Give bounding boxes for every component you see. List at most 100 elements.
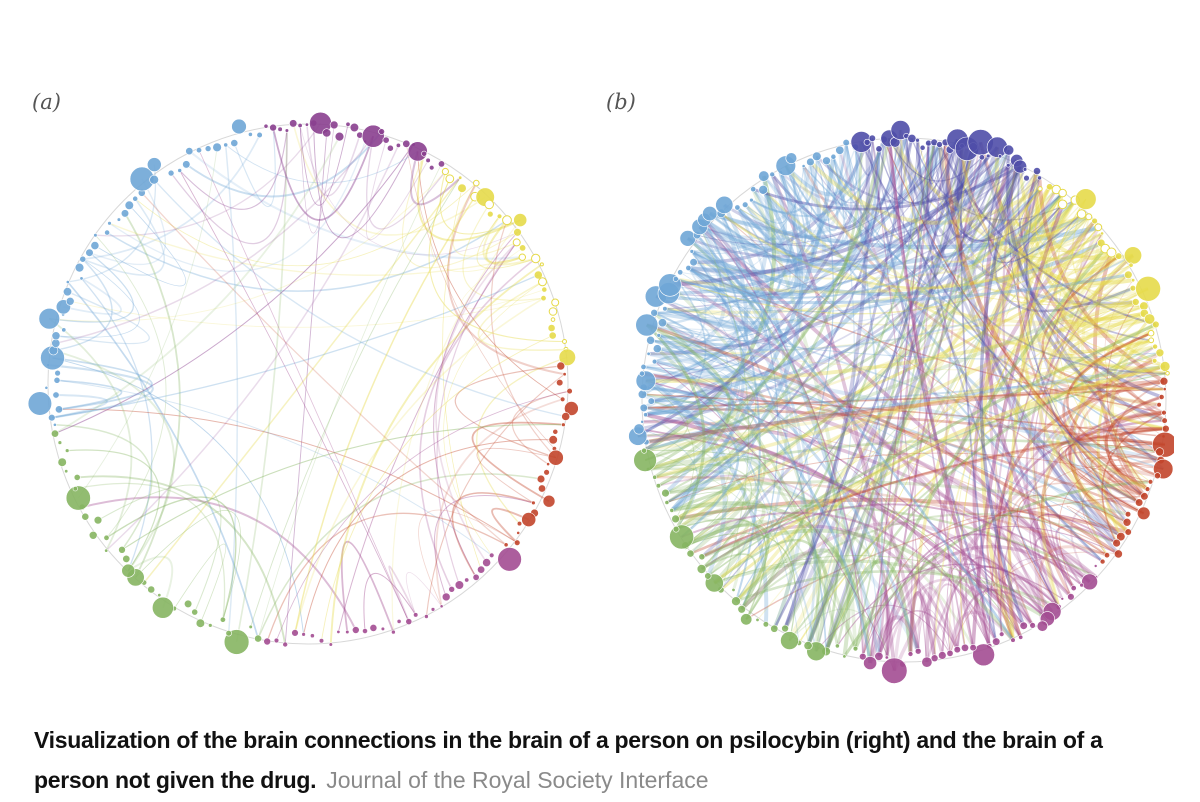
brain-region-node (921, 656, 933, 668)
connection-edge (745, 495, 1145, 620)
connection-edge (654, 144, 940, 314)
brain-region-node (548, 307, 558, 316)
connection-edge (70, 297, 544, 328)
brain-region-node (780, 631, 799, 650)
connection-edge (425, 373, 565, 617)
connection-edge (657, 165, 809, 350)
connection-edge (854, 145, 963, 649)
connection-edge (1038, 273, 1151, 345)
connection-edge (671, 501, 873, 664)
brain-region-node (54, 405, 63, 414)
connection-edge (926, 143, 983, 237)
connection-edge (337, 242, 518, 633)
connection-edge (439, 171, 521, 235)
connection-edge (654, 234, 726, 364)
connection-edge (1049, 288, 1168, 376)
connection-edge (698, 149, 1010, 267)
connection-edge (996, 379, 1165, 638)
connection-edge (664, 212, 749, 495)
connection-edge (81, 496, 357, 631)
brain-region-node (464, 577, 470, 583)
connection-edge (806, 146, 975, 647)
brain-region-node (57, 440, 63, 445)
brain-region-node (328, 642, 333, 647)
connection-edge (693, 188, 791, 294)
brain-region-node (930, 654, 939, 663)
brain-region-node (960, 643, 969, 652)
connection-edge (1032, 226, 1100, 627)
connection-edge (809, 138, 873, 204)
connection-edge (655, 294, 1054, 613)
connection-edge (82, 198, 165, 276)
brain-region-node (874, 651, 884, 661)
connection-edge (954, 139, 1122, 538)
connection-edge (294, 196, 476, 634)
connection-edge (462, 204, 544, 301)
connection-edge (644, 378, 727, 577)
connection-edge (869, 143, 930, 664)
connection-edge (720, 213, 1140, 503)
connection-edge (843, 480, 1151, 658)
connection-edge (433, 495, 534, 598)
brain-region-node (482, 558, 491, 567)
connection-edge (1075, 232, 1134, 276)
connection-edge (95, 234, 167, 539)
connection-edge (306, 124, 361, 197)
connection-edge (986, 509, 1108, 641)
connection-edge (691, 218, 752, 280)
connection-edge (771, 148, 881, 230)
connection-edge (734, 263, 1132, 603)
brain-region-node (223, 142, 229, 148)
connection-edge (81, 277, 153, 571)
connection-edge (645, 414, 857, 649)
connection-edge (836, 142, 936, 647)
connection-edge (997, 419, 1165, 641)
connection-edge (313, 123, 414, 239)
connection-edge (761, 142, 937, 262)
connection-edge (691, 207, 774, 283)
connection-edge (669, 158, 1018, 287)
connection-edge (658, 335, 800, 643)
brain-region-node (351, 626, 360, 634)
brain-region-node (513, 228, 522, 237)
figure-caption: Visualization of the brain connections i… (34, 722, 1174, 802)
connection-edge (647, 286, 1134, 471)
brain-region-node (999, 631, 1005, 637)
brain-region-node (52, 391, 60, 399)
brain-region-node (1103, 552, 1110, 559)
connection-edge (1068, 411, 1165, 533)
brain-region-node (915, 137, 920, 143)
connection-edge (736, 206, 1122, 538)
connection-edge (670, 156, 836, 512)
connection-edge (657, 250, 772, 357)
connection-edge (77, 475, 287, 645)
brain-region-node (396, 619, 402, 624)
brain-region-node (1152, 343, 1158, 350)
connection-edge (699, 225, 1099, 270)
connection-edge (946, 564, 1022, 654)
connection-edge (56, 379, 123, 411)
brain-region-node (992, 637, 1001, 646)
brain-region-node (362, 628, 368, 634)
brain-region-node (556, 379, 564, 387)
brain-region-node (637, 389, 648, 399)
brain-region-node (639, 370, 645, 377)
connection-edge (714, 555, 1053, 612)
brain-region-node (448, 585, 456, 593)
brain-region-node (640, 419, 645, 424)
brain-region-node (643, 412, 648, 418)
connection-edge (1096, 318, 1151, 538)
brain-region-node (640, 363, 647, 370)
connection-edge (1018, 166, 1166, 368)
brain-region-node (650, 309, 659, 317)
connection-edge (67, 449, 161, 572)
brain-region-node (445, 174, 455, 184)
brain-region-node (430, 607, 436, 612)
connection-edge (684, 523, 770, 611)
connection-edge (699, 226, 750, 590)
connection-edge (806, 165, 1022, 647)
connection-edge (1007, 189, 1087, 272)
connection-edge (736, 165, 815, 262)
connection-edge (671, 486, 747, 547)
connection-edge (685, 532, 797, 641)
